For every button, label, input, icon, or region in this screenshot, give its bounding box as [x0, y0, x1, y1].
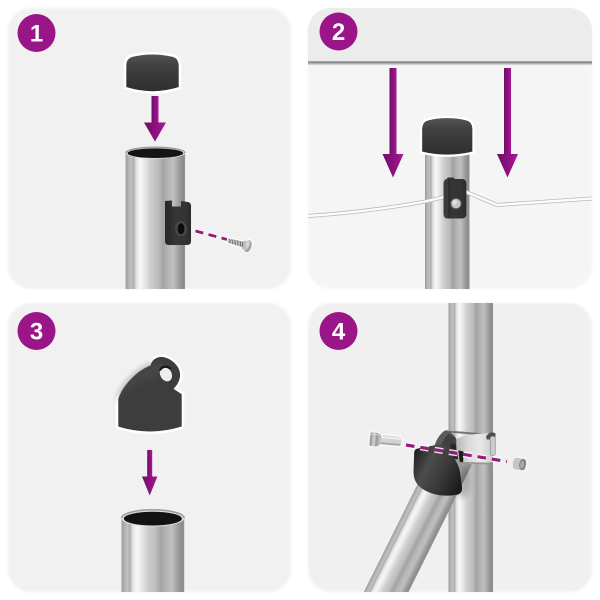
svg-text:2: 2 — [332, 19, 345, 46]
svg-text:1: 1 — [30, 21, 43, 48]
svg-text:3: 3 — [30, 319, 43, 346]
svg-text:4: 4 — [332, 319, 346, 346]
